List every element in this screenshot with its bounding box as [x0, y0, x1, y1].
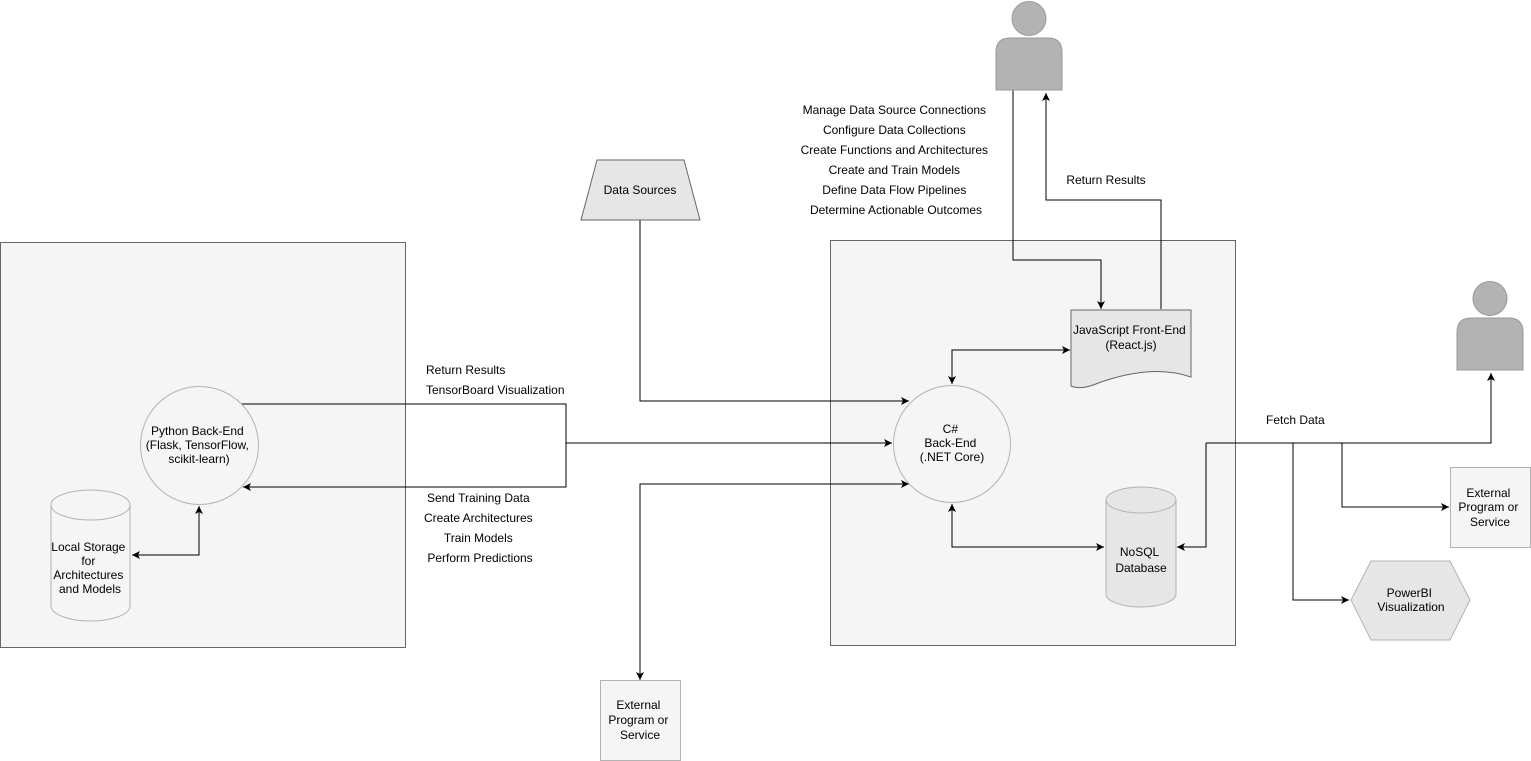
python-request-4: Perform Predictions — [427, 551, 532, 565]
user-action-6: Determine Actionable Outcomes — [810, 203, 982, 217]
local-storage-node[interactable]: Local Storage for Architectures and Mode… — [50, 489, 131, 622]
external-bottom-line-2: Program or — [608, 713, 668, 727]
user-icon[interactable] — [995, 1, 1063, 91]
python-backend-node[interactable]: Python Back-End (Flask, TensorFlow, scik… — [140, 386, 259, 505]
svg-text:Python Back-End (Flask,: Python Back-End (Flask, TensorFlow, scik… — [146, 424, 253, 466]
external-bottom-line-3: Service — [620, 728, 660, 742]
user-action-5: Define Data Flow Pipelines — [822, 183, 966, 197]
python-returns-label: Return Results TensorBoard Visualization — [426, 363, 565, 397]
data-sources-node[interactable]: Data Sources — [580, 159, 701, 221]
svg-text:External Program or: External Program or Service — [1458, 486, 1521, 529]
external-program-bottom-node[interactable]: External Program or Service — [600, 680, 681, 761]
external-right-line-1: External — [1466, 486, 1510, 500]
js-frontend-node[interactable]: JavaScript Front-End (React.js) — [1070, 309, 1192, 389]
external-program-right-node[interactable]: External Program or Service — [1450, 467, 1531, 548]
python-request-2: Create Architectures — [424, 511, 533, 525]
local-storage-line-3: Architectures — [53, 568, 123, 582]
svg-text:C# Back-End (.NET: C# Back-End (.NET Core) — [920, 422, 984, 464]
edge-datasources-csharp[interactable] — [639, 220, 909, 405]
python-return-1: Return Results — [426, 363, 505, 377]
edge-user-frontend[interactable] — [1012, 90, 1105, 309]
svg-text:External Program or: External Program or Service — [608, 698, 671, 742]
data-sources-label: Data Sources — [604, 183, 677, 197]
user-actions-label: Manage Data Source Connections Configure… — [801, 103, 992, 217]
svg-text:NoSQL Database: NoSQL Database — [1115, 545, 1167, 575]
edge-nosql-fetch[interactable] — [1177, 443, 1207, 551]
csharp-backend-line-2: Back-End — [924, 436, 976, 450]
python-backend-line-2: (Flask, TensorFlow, — [146, 438, 249, 452]
svg-text:JavaScript Front-End (Re: JavaScript Front-End (React.js) — [1073, 323, 1189, 352]
edge-python-localstorage[interactable] — [132, 506, 203, 559]
edge-fetch-powerbi[interactable] — [1292, 443, 1349, 604]
csharp-backend-line-1: C# — [943, 422, 959, 436]
nosql-line-2: Database — [1115, 561, 1167, 575]
csharp-backend-node[interactable]: C# Back-End (.NET Core) — [893, 385, 1011, 503]
edge-python-requests[interactable] — [243, 443, 567, 491]
edge-csharp-external-bottom[interactable] — [636, 480, 909, 680]
python-backend-line-3: scikit-learn) — [168, 452, 229, 466]
edge-csharp-nosql[interactable] — [948, 504, 1104, 551]
powerbi-line-2: Visualization — [1377, 600, 1444, 614]
powerbi-node[interactable]: PowerBI Visualization — [1350, 560, 1471, 641]
user-action-1: Manage Data Source Connections — [803, 103, 986, 117]
nosql-line-1: NoSQL — [1120, 545, 1160, 559]
local-storage-line-1: Local Storage — [51, 540, 125, 554]
user-action-4: Create and Train Models — [829, 163, 960, 177]
powerbi-line-1: PowerBI — [1387, 586, 1432, 600]
external-right-line-3: Service — [1470, 515, 1510, 529]
local-storage-line-4: and Models — [59, 582, 121, 596]
edge-fetch-external-right[interactable] — [1341, 443, 1449, 511]
external-bottom-line-1: External — [616, 698, 660, 712]
python-requests-label: Send Training Data Create Architectures … — [424, 491, 536, 565]
svg-text:Local Storage for: Local Storage for Architectures and Mode… — [51, 540, 128, 596]
python-backend-line-1: Python Back-End — [151, 424, 244, 438]
return-results-top-label: Return Results — [1066, 173, 1145, 187]
edges — [132, 90, 1495, 680]
edge-frontend-user[interactable] — [1042, 93, 1162, 309]
nosql-database-node[interactable]: NoSQL Database — [1105, 486, 1177, 608]
python-return-2: TensorBoard Visualization — [426, 383, 565, 397]
external-right-line-2: Program or — [1458, 500, 1518, 514]
edge-fetch-user[interactable] — [1206, 373, 1495, 444]
user-icon-right[interactable] — [1456, 281, 1524, 371]
csharp-backend-line-3: (.NET Core) — [920, 450, 984, 464]
edge-python-returns[interactable] — [240, 403, 567, 443]
python-request-3: Train Models — [444, 531, 513, 545]
user-action-2: Configure Data Collections — [823, 123, 966, 137]
js-frontend-line-2: (React.js) — [1105, 338, 1156, 352]
svg-text:PowerBI Visualization: PowerBI Visualization — [1377, 586, 1444, 614]
fetch-data-label: Fetch Data — [1266, 413, 1325, 427]
js-frontend-line-1: JavaScript Front-End — [1073, 323, 1186, 337]
local-storage-line-2: for — [81, 554, 95, 568]
edge-csharp-frontend[interactable] — [948, 346, 1070, 384]
user-action-3: Create Functions and Architectures — [801, 143, 988, 157]
python-request-1: Send Training Data — [427, 491, 530, 505]
